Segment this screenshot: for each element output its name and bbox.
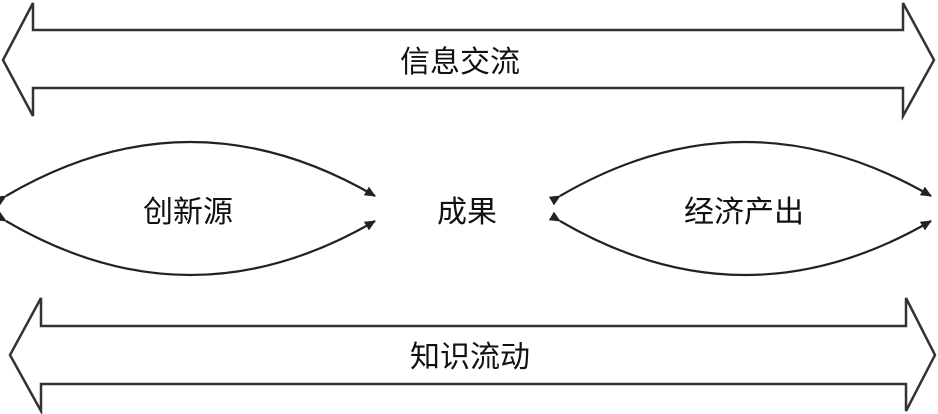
right-lower-curved-arrow [548,211,932,276]
top-band-label: 信息交流 [400,45,520,80]
bottom-double-arrow-band [8,297,937,414]
left-lower-curved-arrow [0,211,376,276]
right-upper-curved-arrow [548,141,932,206]
bottom-band-label: 知识流动 [410,340,530,375]
top-double-arrow-band [1,2,936,121]
left-upper-curved-arrow [0,141,376,206]
node-innovation-source: 创新源 [143,195,233,230]
node-economic-output: 经济产出 [684,195,804,230]
node-outcome: 成果 [437,195,497,230]
